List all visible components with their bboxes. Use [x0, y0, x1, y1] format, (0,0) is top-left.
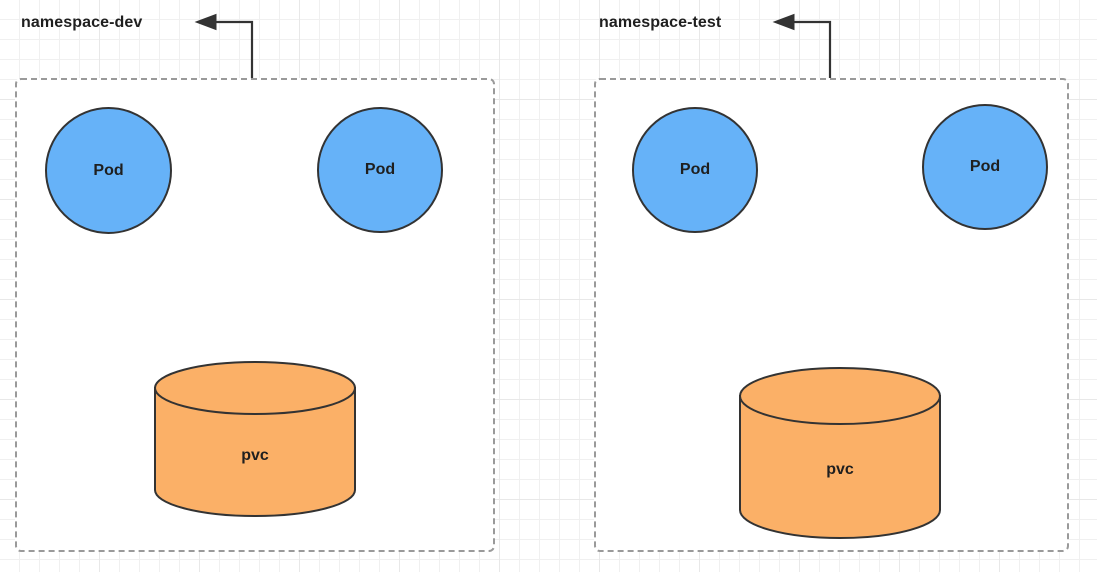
pvc-cylinder[interactable]: pvc	[739, 367, 941, 541]
pod-node[interactable]: Pod	[632, 107, 758, 233]
pod-node[interactable]: Pod	[922, 104, 1048, 230]
pvc-top	[154, 361, 356, 415]
pod-node[interactable]: Pod	[317, 107, 443, 233]
pvc-label: pvc	[241, 447, 269, 464]
arrow-head-test	[772, 13, 795, 31]
arrow-line-dev	[212, 20, 254, 78]
namespace-dev-label: namespace-dev	[21, 14, 143, 31]
pod-node[interactable]: Pod	[45, 107, 172, 234]
arrow-line-test	[790, 20, 832, 78]
pvc-body	[154, 387, 356, 517]
pvc-top	[739, 367, 941, 425]
arrow-head-dev	[194, 13, 217, 31]
namespace-test-label: namespace-test	[599, 14, 722, 31]
pvc-cylinder[interactable]: pvc	[154, 361, 356, 517]
pvc-body	[739, 395, 941, 539]
pvc-label: pvc	[826, 461, 854, 478]
